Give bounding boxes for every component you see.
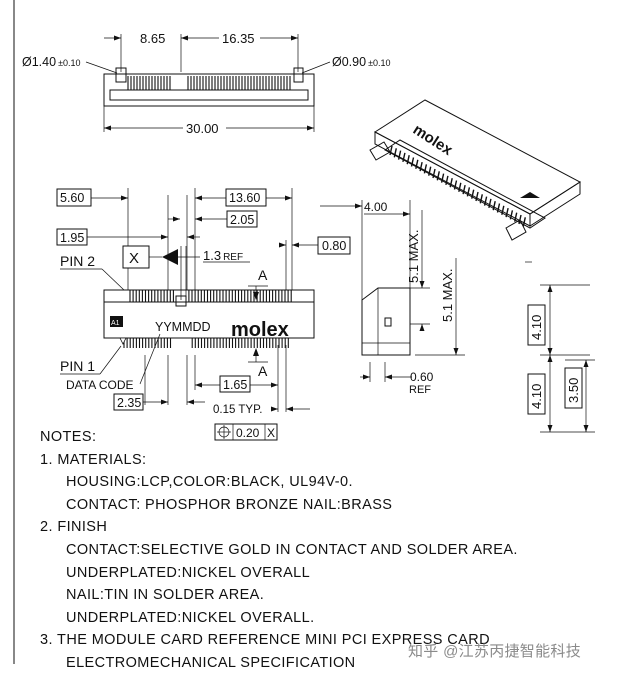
iso-pin xyxy=(466,187,471,197)
note-line: CONTACT:SELECTIVE GOLD IN CONTACT AND SO… xyxy=(66,541,518,558)
iso-pin xyxy=(483,196,488,206)
note-line: NOTES: xyxy=(40,429,97,445)
right-dimensions: 4.10 4.10 3.50 xyxy=(525,261,595,433)
iso-pin xyxy=(397,150,402,160)
section-a-bottom: A xyxy=(258,363,268,379)
a1-mark: A1 xyxy=(111,320,120,327)
iso-pin xyxy=(419,161,423,172)
note-line: ELECTROMECHANICAL SPECIFICATION xyxy=(66,654,356,671)
iso-pin xyxy=(436,171,440,181)
dim-2-05: 2.05 xyxy=(230,213,254,227)
iso-pin xyxy=(501,205,505,215)
iso-pin xyxy=(475,191,479,202)
data-code-label: DATA CODE xyxy=(66,378,134,392)
pin1-label: PIN 1 xyxy=(60,358,95,374)
iso-pin xyxy=(402,152,406,163)
note-line: 2. FINISH xyxy=(40,519,108,536)
dim-5-1-max-a: 5.1 MAX. xyxy=(406,230,421,283)
iso-pin xyxy=(432,168,436,179)
dim-30-00: 30.00 xyxy=(186,121,219,136)
section-a-top: A xyxy=(258,267,268,283)
dim-hole-right: Ø0.90±0.10 xyxy=(332,55,391,69)
iso-pin xyxy=(453,180,458,190)
iso-pin xyxy=(522,217,526,227)
iso-pin xyxy=(492,201,496,211)
note-line: UNDERPLATED:NICKEL OVERALL xyxy=(66,564,311,581)
pin2-label: PIN 2 xyxy=(60,253,95,269)
iso-pin xyxy=(505,207,509,218)
isometric-view: molex xyxy=(369,99,581,241)
iso-pin xyxy=(389,145,393,156)
dim-4-10-b: 4.10 xyxy=(529,384,544,409)
iso-pin xyxy=(406,155,410,165)
dim-0-15-typ: 0.15 TYP. xyxy=(213,404,262,416)
dim-2-35: 2.35 xyxy=(117,396,141,410)
dim-3-50: 3.50 xyxy=(566,378,581,403)
iso-pin xyxy=(479,194,483,204)
dim-hole-left: Ø1.40±0.10 xyxy=(22,55,81,69)
iso-pin xyxy=(423,164,428,174)
dim-0-60: 0.60 xyxy=(410,370,434,384)
front-view: 5.60 13.60 2.05 1.95 PIN 2 X xyxy=(56,188,351,441)
dim-0-80: 0.80 xyxy=(322,239,346,253)
top-view: 8.65 16.35 Ø1.40±0.10 Ø0.90±0.10 30.00 xyxy=(22,31,391,136)
notes-section: NOTES: 1. MATERIALS: HOUSING:LCP,COLOR:BLA… xyxy=(40,426,630,675)
note-line: CONTACT: PHOSPHOR BRONZE NAIL:BRASS xyxy=(66,496,393,513)
dim-16-35: 16.35 xyxy=(222,31,255,46)
dim-5-60: 5.60 xyxy=(60,191,84,205)
front-logo: molex xyxy=(231,319,289,341)
dim-0-60-ref: REF xyxy=(409,384,431,396)
iso-pin xyxy=(471,189,475,199)
data-code-text: YYMMDD xyxy=(155,320,211,334)
datum-x-label: X xyxy=(129,250,139,267)
iso-pin xyxy=(509,210,514,220)
iso-pin xyxy=(410,157,415,167)
iso-pin xyxy=(449,178,453,188)
note-line: NAIL:TIN IN SOLDER AREA. xyxy=(66,587,265,604)
iso-pin xyxy=(440,173,445,183)
dim-8-65: 8.65 xyxy=(140,31,165,46)
iso-pin xyxy=(488,198,492,209)
iso-pin xyxy=(458,182,462,192)
iso-pin xyxy=(514,212,518,222)
dim-13-60: 13.60 xyxy=(229,191,260,205)
dim-5-1-max-b: 5.1 MAX. xyxy=(440,269,455,322)
iso-pin xyxy=(496,203,501,213)
tol-datum: X xyxy=(267,426,275,440)
iso-pin xyxy=(393,148,397,158)
note-line: HOUSING:LCP,COLOR:BLACK, UL94V-0. xyxy=(66,474,353,491)
dim-1-95: 1.95 xyxy=(60,231,84,245)
note-line: 3. THE MODULE CARD REFERENCE MINI PCI EX… xyxy=(40,632,490,649)
dim-1-65: 1.65 xyxy=(223,378,247,392)
iso-pin xyxy=(462,184,466,195)
tol-value: 0.20 xyxy=(236,426,260,440)
note-line: UNDERPLATED:NICKEL OVERALL. xyxy=(66,609,315,626)
iso-pin xyxy=(415,159,419,169)
side-view: 4.00 5.1 MAX. 5.1 MAX. 0.60 REF xyxy=(320,200,465,396)
iso-pin xyxy=(428,166,432,176)
note-line: 1. MATERIALS: xyxy=(40,451,147,468)
iso-pin xyxy=(445,175,449,186)
watermark: 知乎 @江苏丙捷智能科技 xyxy=(408,643,581,660)
dim-4-10-a: 4.10 xyxy=(529,315,544,340)
dim-4-00: 4.00 xyxy=(364,200,388,214)
